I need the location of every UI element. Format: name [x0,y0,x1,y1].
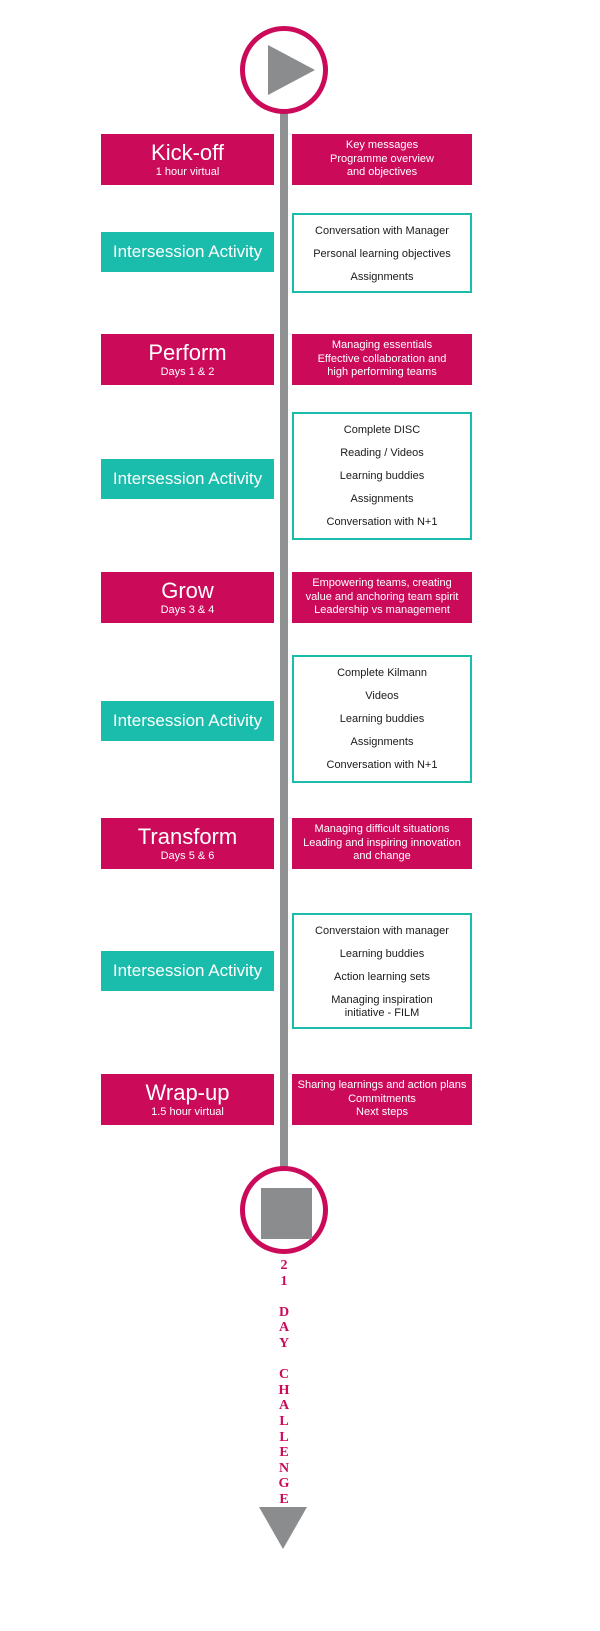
stage-subtitle: Days 3 & 4 [160,603,215,616]
stage-title: Perform [148,339,227,365]
detail-item: Assignments [350,271,414,283]
detail-item: Sharing learnings and action plans [297,1079,467,1092]
stage-title: Intersession Activity [112,711,263,730]
stage-subtitle: 1 hour virtual [155,165,220,178]
activity-block: Intersession Activity [101,951,274,991]
detail-item: Learning buddies [339,713,425,725]
activity-block: Intersession Activity [101,701,274,741]
timeline-line [280,110,288,1170]
detail-item: Leadership vs management [314,604,450,617]
stage-subtitle: Days 5 & 6 [160,849,215,862]
detail-item: Assignments [350,493,414,505]
detail-item: value and anchoring team spirit [305,590,459,603]
detail-item: Complete DISC [343,424,421,436]
play-icon [268,45,315,95]
detail-item: Managing essentials [331,339,433,352]
start-node [240,26,328,114]
detail-item: Effective collaboration and [317,352,447,365]
stage-title: Intersession Activity [112,961,263,980]
detail-item: high performing teams [327,366,437,379]
detail-item: and objectives [346,166,418,179]
detail-item: Assignments [350,736,414,748]
detail-item: Learning buddies [339,948,425,960]
challenge-label: 2 1 D A Y C H A L L E N G E [278,1258,290,1507]
detail-item: Conversation with N+1 [326,759,438,771]
detail-item: Videos [365,690,399,702]
activity-block: Intersession Activity [101,232,274,272]
detail-item: Reading / Videos [340,447,424,459]
detail-item: Managing inspiration initiative - FILM [331,994,433,1019]
detail-item: Next steps [356,1106,408,1119]
stage-title: Transform [137,823,238,849]
activity-block: Intersession Activity [101,459,274,499]
detail-item: and change [353,850,411,863]
stage-title: Kick-off [151,139,224,165]
detail-item: Learning buddies [339,470,425,482]
detail-item: Key messages [345,139,419,152]
arrow-down-icon [259,1507,307,1549]
detail-item: Conversation with N+1 [326,516,438,528]
stage-subtitle: Days 1 & 2 [160,365,215,378]
stage-title: Wrap-up [145,1079,230,1105]
detail-item: Action learning sets [334,971,430,983]
detail-item: Managing difficult situations [314,823,450,836]
detail-item: Complete Kilmann [337,667,427,679]
stop-icon [261,1188,312,1239]
end-node [240,1166,328,1254]
detail-item: Conversation with Manager [315,225,449,237]
stage-title: Intersession Activity [112,242,263,261]
stage-title: Intersession Activity [112,469,263,488]
detail-item: Leading and inspiring innovation [303,836,461,849]
detail-item: Empowering teams, creating [312,577,452,590]
detail-item: Converstaion with manager [315,925,449,937]
stage-subtitle: 1.5 hour virtual [151,1105,224,1118]
detail-item: Commitments [348,1092,416,1105]
detail-item: Programme overview [330,152,434,165]
detail-item: Personal learning objectives [313,248,451,260]
stage-title: Grow [161,577,214,603]
